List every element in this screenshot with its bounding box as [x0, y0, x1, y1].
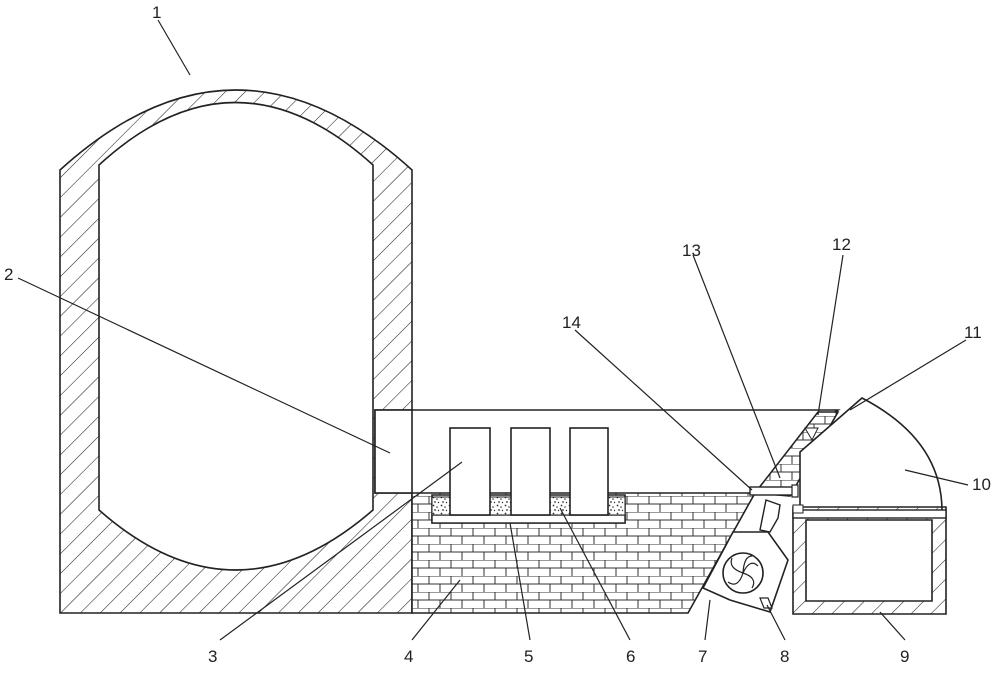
- sloped-wall: [753, 411, 840, 497]
- outlet-pipe: [759, 597, 773, 609]
- label-8: 8: [780, 647, 789, 666]
- label-13: 13: [682, 241, 701, 260]
- filler-blocks: [431, 496, 626, 516]
- label-11: 11: [964, 323, 982, 342]
- label-10: 10: [972, 475, 991, 494]
- label-12: 12: [832, 235, 851, 254]
- label-1: 1: [152, 3, 161, 22]
- label-7: 7: [698, 647, 707, 666]
- label-3: 3: [208, 647, 217, 666]
- trough-outline: [412, 409, 841, 429]
- leader-lines: [17, 19, 969, 641]
- label-5: 5: [524, 647, 533, 666]
- label-14: 14: [562, 313, 581, 332]
- label-4: 4: [404, 647, 413, 666]
- label-2: 2: [4, 265, 13, 284]
- blower: [701, 499, 789, 613]
- callout-labels: 1 2 3 4 5 6 7 8 9 10 11 12 13 14: [4, 3, 991, 666]
- support-plate: [431, 514, 626, 524]
- vessel-shell: [59, 89, 413, 614]
- upright-elements: [449, 427, 609, 516]
- connecting-passage: [374, 409, 413, 494]
- collection-box: [792, 504, 947, 615]
- label-6: 6: [626, 647, 635, 666]
- label-9: 9: [900, 647, 909, 666]
- nozzle: [749, 484, 799, 498]
